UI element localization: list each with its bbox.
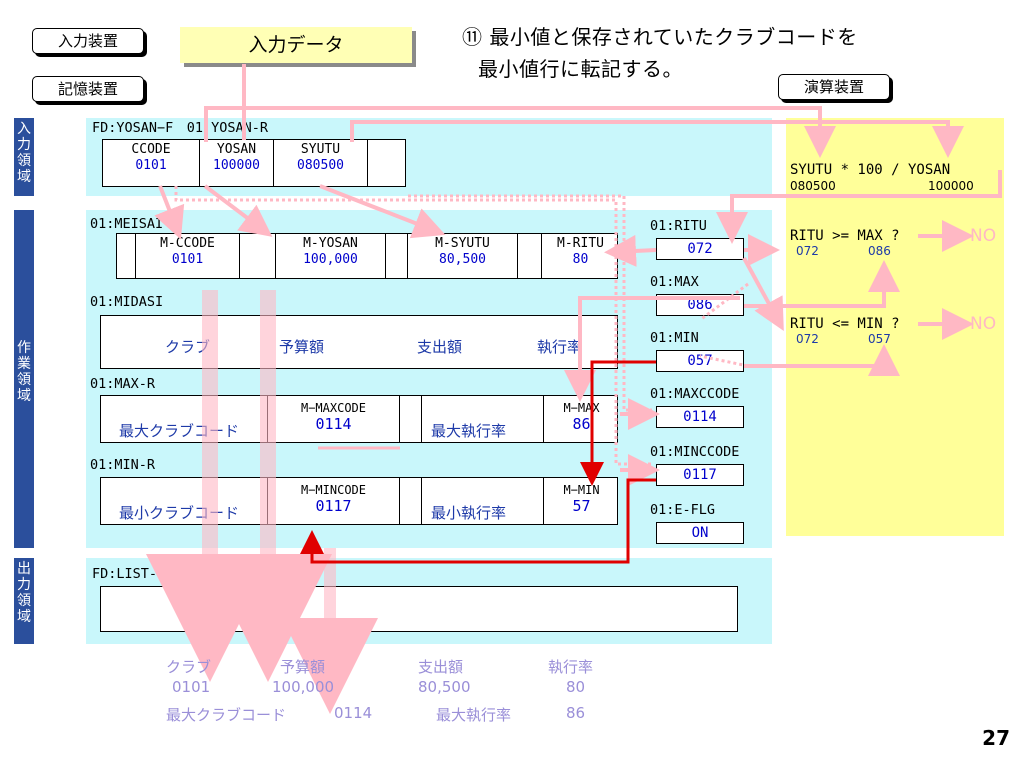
faded-value-budget: 100,000 (272, 678, 335, 696)
faded-value-expense: 80,500 (418, 678, 471, 696)
midasi-item-expense: 支出額 (417, 338, 463, 356)
field-value: 80 (572, 252, 589, 267)
midasi-record: クラブ 予算額 支出額 執行率 (100, 315, 618, 369)
max-r-header: 01:MAX-R (90, 376, 156, 392)
meisai-spacer (517, 234, 541, 278)
field-name: M−MINCODE (300, 483, 367, 497)
title-line-2: 最小値行に転記する。 (478, 57, 683, 81)
min-r-header: 01:MIN-R (90, 457, 156, 473)
field-value: 0114 (315, 415, 352, 433)
faded-max-rate-label: 最大執行率 (436, 706, 512, 724)
field-value: 100,000 (303, 252, 358, 267)
var-eflg-label: 01:E-FLG (650, 502, 716, 518)
midasi-header: 01:MIDASI (90, 294, 164, 310)
field-name: CCODE (131, 142, 171, 157)
input-header: FD:YOSAN−F 01:YOSAN-R (92, 120, 269, 136)
compare-max: RITU >= MAX ? (790, 228, 900, 244)
storage-device-tag: 記憶装置 (32, 76, 144, 102)
field-name: YOSAN (216, 142, 257, 157)
calc-formula: SYUTU * 100 / YOSAN (790, 162, 951, 178)
calc-device-tag: 演算装置 (778, 74, 890, 100)
pink-flow-arrows (146, 64, 1002, 714)
field-value: 080500 (297, 158, 344, 173)
input-data-banner: 入力データ (180, 27, 412, 63)
calc-syutu-value: 080500 (790, 179, 836, 193)
field-value: 0101 (135, 158, 167, 173)
field-name: SYUTU (300, 142, 341, 157)
meisai-spacer (385, 234, 407, 278)
field-name: M-CCODE (160, 236, 215, 251)
no-label-2: NO (970, 314, 997, 334)
faded-header-club: クラブ (166, 658, 212, 676)
compare-max-ritu: 072 (796, 244, 819, 258)
dotted-flow-arrows (174, 186, 749, 466)
var-minccode-label: 01:MINCCODE (650, 444, 740, 460)
no-label-1: NO (970, 226, 997, 246)
faded-header-rate: 執行率 (548, 658, 594, 676)
midasi-item-rate: 執行率 (537, 338, 583, 356)
faded-max-code-label: 最大クラブコード (166, 706, 287, 724)
var-ritu-label: 01:RITU (650, 218, 707, 234)
var-maxccode-value: 0114 (656, 406, 744, 428)
field-name: M−MIN (563, 483, 600, 497)
faded-header-budget: 予算額 (280, 658, 326, 676)
title-line-1: ⑪ 最小値と保存されていたクラブコードを (462, 25, 858, 49)
calc-yosan-value: 100000 (928, 179, 974, 193)
field-value: 0117 (315, 497, 352, 515)
max-spacer (399, 396, 421, 442)
region-label-work: 作業領域 (14, 210, 34, 548)
compare-min: RITU <= MIN ? (790, 316, 900, 332)
red-transfer-arrows (300, 360, 656, 564)
field-value: 0101 (171, 252, 204, 267)
midasi-item-budget: 予算額 (279, 338, 325, 356)
field-value: 100000 (213, 158, 260, 173)
faded-value-club: 0101 (172, 678, 211, 696)
meisai-spacer (239, 234, 275, 278)
min-rate-label: 最小執行率 (431, 504, 507, 522)
region-label-input: 入力領域 (14, 118, 34, 196)
faded-max-rate-value: 86 (566, 704, 586, 722)
var-max-label: 01:MAX (650, 274, 699, 290)
field-name: M−MAXCODE (300, 401, 367, 415)
faded-header-expense: 支出額 (418, 658, 464, 676)
field-value: 57 (572, 497, 591, 515)
field-name: M-SYUTU (435, 236, 490, 251)
compare-max-max: 086 (868, 244, 891, 258)
min-rate-label-cell (421, 478, 543, 524)
var-min-label: 01:MIN (650, 330, 699, 346)
midasi-item-club: クラブ (165, 338, 211, 356)
var-eflg-value: ON (656, 522, 744, 544)
min-spacer (399, 478, 421, 524)
var-min-value: 057 (656, 350, 744, 372)
faded-max-code-value: 0114 (334, 704, 373, 722)
field-value: 86 (572, 415, 591, 433)
field-name: M-RITU (557, 236, 604, 251)
region-label-output: 出力領域 (14, 558, 34, 644)
input-device-tag: 入力装置 (32, 28, 144, 54)
page-number: 27 (982, 726, 1010, 750)
var-maxccode-label: 01:MAXCCODE (650, 386, 740, 402)
compare-min-min: 057 (868, 332, 891, 346)
var-minccode-value: 0117 (656, 464, 744, 486)
field-empty (367, 140, 407, 186)
max-rate-label-cell (421, 396, 543, 442)
field-value: 80,500 (439, 252, 486, 267)
max-rate-label: 最大執行率 (431, 422, 507, 440)
faded-value-rate: 80 (566, 678, 586, 696)
field-name: M-YOSAN (303, 236, 358, 251)
compare-min-ritu: 072 (796, 332, 819, 346)
